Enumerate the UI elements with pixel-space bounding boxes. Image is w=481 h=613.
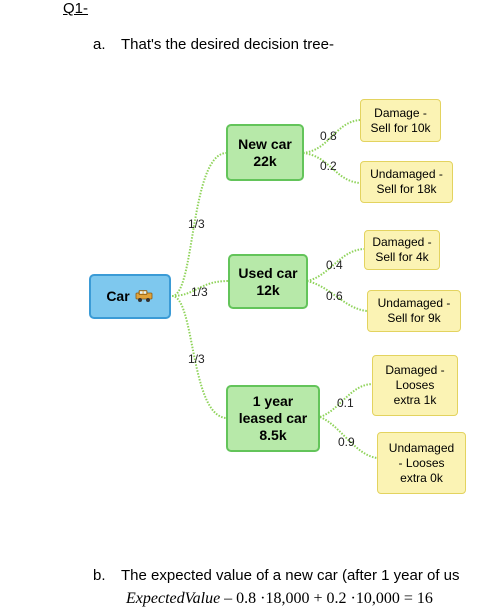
prob-new-undamaged: 0.2 (320, 159, 337, 173)
prob-leased-undamaged: 0.9 (338, 435, 355, 449)
outcome-text: Sell for 9k (387, 311, 441, 325)
root-node-car: Car (89, 274, 171, 319)
connector-used-undamaged (306, 280, 368, 312)
option-node-used-car: Used car 12k (228, 254, 308, 309)
connector-used-damaged (306, 248, 365, 282)
part-a: a. That's the desired decision tree- (93, 36, 334, 53)
outcome-text: Sell for 18k (376, 182, 437, 196)
option-node-leased-car: 1 year leased car 8.5k (226, 385, 320, 452)
option-used-line2: 12k (256, 281, 280, 298)
prob-used-damaged: 0.4 (326, 258, 343, 272)
outcome-text: Undamaged - (370, 167, 443, 181)
prob-new-damage: 0.8 (320, 129, 337, 143)
connector-new-undamaged (302, 152, 361, 184)
part-b: b. The expected value of a new car (after… (93, 567, 460, 584)
formula-rhs: – 0.8 ·18,000 + 0.2 ·10,000 = 16 (224, 590, 433, 607)
outcome-text: Undamaged - (377, 296, 451, 310)
outcome-text: - Looses (398, 455, 445, 470)
outcome-text: extra 1k (393, 393, 437, 407)
part-a-label: a. (93, 36, 106, 53)
outcome-text: Sell for 4k (375, 250, 429, 264)
branch-prob-used: 1/3 (191, 285, 208, 299)
option-node-new-car: New car 22k (226, 124, 304, 181)
option-new-line1: New car (238, 135, 292, 152)
outcome-text: extra 0k (400, 470, 443, 485)
connector-root-leased (171, 295, 227, 419)
part-b-label: b. (93, 567, 106, 584)
formula-lhs: ExpectedValue (126, 590, 221, 607)
option-new-line2: 22k (253, 152, 277, 169)
connector-new-damage (302, 119, 361, 154)
outcome-text: Damaged - (372, 235, 432, 249)
prob-used-undamaged: 0.6 (326, 289, 343, 303)
option-leased-line2: leased car (238, 410, 308, 426)
prob-leased-damaged: 0.1 (337, 396, 354, 410)
expected-value-formula: ExpectedValue – 0.8 ·18,000 + 0.2 ·10,00… (126, 590, 433, 608)
part-a-text: That's the desired decision tree- (121, 36, 334, 53)
outcome-leased-damaged: Damaged - Looses extra 1k (372, 355, 458, 416)
question-label: Q1- (63, 0, 89, 17)
connector-root-used (171, 280, 229, 297)
connector-root-new (171, 152, 227, 297)
root-label: Car (106, 288, 130, 304)
outcome-new-undamaged: Undamaged - Sell for 18k (360, 161, 453, 203)
option-leased-line1: 1 year (252, 393, 294, 409)
car-icon (135, 290, 153, 302)
outcome-used-undamaged: Undamaged - Sell for 9k (367, 290, 461, 332)
part-b-text: The expected value of a new car (after 1… (121, 567, 460, 584)
connector-leased-undamaged (319, 416, 378, 459)
branch-prob-new: 1/3 (188, 217, 205, 231)
outcome-text: Looses (395, 378, 435, 392)
option-used-line1: Used car (238, 264, 298, 281)
outcome-text: Damage - (374, 105, 427, 120)
outcome-leased-undamaged: Undamaged - Looses extra 0k (377, 432, 466, 494)
outcome-used-damaged: Damaged - Sell for 4k (364, 230, 440, 270)
outcome-text: Damaged - (385, 363, 445, 377)
outcome-text: Undamaged (388, 440, 455, 455)
outcome-text: Sell for 10k (370, 120, 431, 135)
branch-prob-leased: 1/3 (188, 352, 205, 366)
outcome-new-damage: Damage - Sell for 10k (360, 99, 441, 142)
option-leased-line3: 8.5k (259, 427, 287, 443)
